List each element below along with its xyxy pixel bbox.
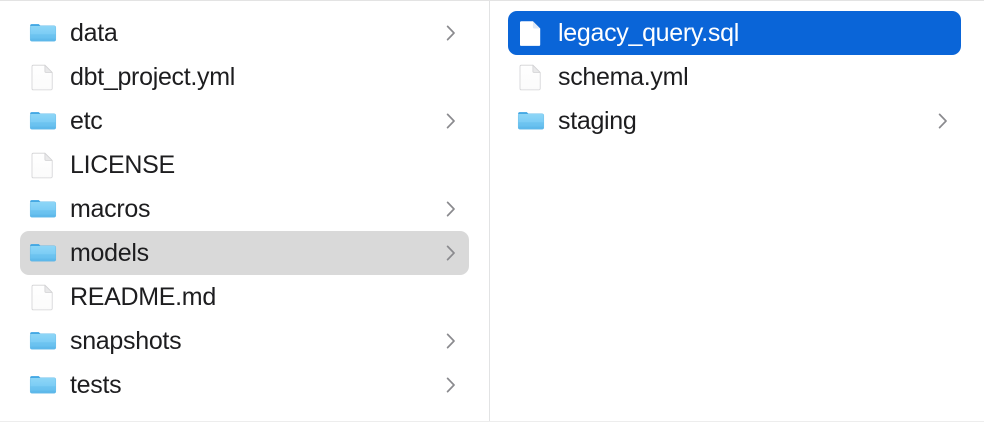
folder-row[interactable]: tests [20, 363, 469, 407]
file-row[interactable]: schema.yml [508, 55, 961, 99]
folder-row[interactable]: staging [508, 99, 961, 143]
chevron-right-icon[interactable] [443, 242, 459, 264]
chevron-right-icon[interactable] [443, 110, 459, 132]
item-label: README.md [70, 283, 216, 311]
folder-icon [28, 326, 58, 356]
folder-row[interactable]: data [20, 11, 469, 55]
document-icon [28, 282, 58, 312]
item-label: models [70, 239, 149, 267]
folder-icon [28, 370, 58, 400]
item-label: schema.yml [558, 63, 689, 91]
folder-icon [28, 194, 58, 224]
folder-icon [28, 106, 58, 136]
item-label: tests [70, 371, 122, 399]
chevron-right-icon[interactable] [443, 374, 459, 396]
item-label: macros [70, 195, 151, 223]
folder-icon [516, 106, 546, 136]
file-row[interactable]: README.md [20, 275, 469, 319]
file-row[interactable]: dbt_project.yml [20, 55, 469, 99]
item-label: staging [558, 107, 637, 135]
chevron-right-icon[interactable] [443, 22, 459, 44]
item-label: etc [70, 107, 103, 135]
folder-row[interactable]: snapshots [20, 319, 469, 363]
item-label: dbt_project.yml [70, 63, 236, 91]
item-label: LICENSE [70, 151, 175, 179]
chevron-right-icon[interactable] [443, 330, 459, 352]
folder-row[interactable]: etc [20, 99, 469, 143]
folder-row[interactable]: macros [20, 187, 469, 231]
item-label: legacy_query.sql [558, 19, 739, 47]
file-row[interactable]: legacy_query.sql [508, 11, 961, 55]
folder-icon [28, 18, 58, 48]
item-label: data [70, 19, 118, 47]
document-icon-selected [516, 18, 546, 48]
document-icon [516, 62, 546, 92]
file-row[interactable]: LICENSE [20, 143, 469, 187]
finder-column-models[interactable]: legacy_query.sql schema.yml staging [490, 1, 983, 421]
folder-icon [28, 238, 58, 268]
item-label: snapshots [70, 327, 182, 355]
document-icon [28, 150, 58, 180]
chevron-right-icon[interactable] [935, 110, 951, 132]
chevron-right-icon[interactable] [443, 198, 459, 220]
folder-row[interactable]: models [20, 231, 469, 275]
document-icon [28, 62, 58, 92]
